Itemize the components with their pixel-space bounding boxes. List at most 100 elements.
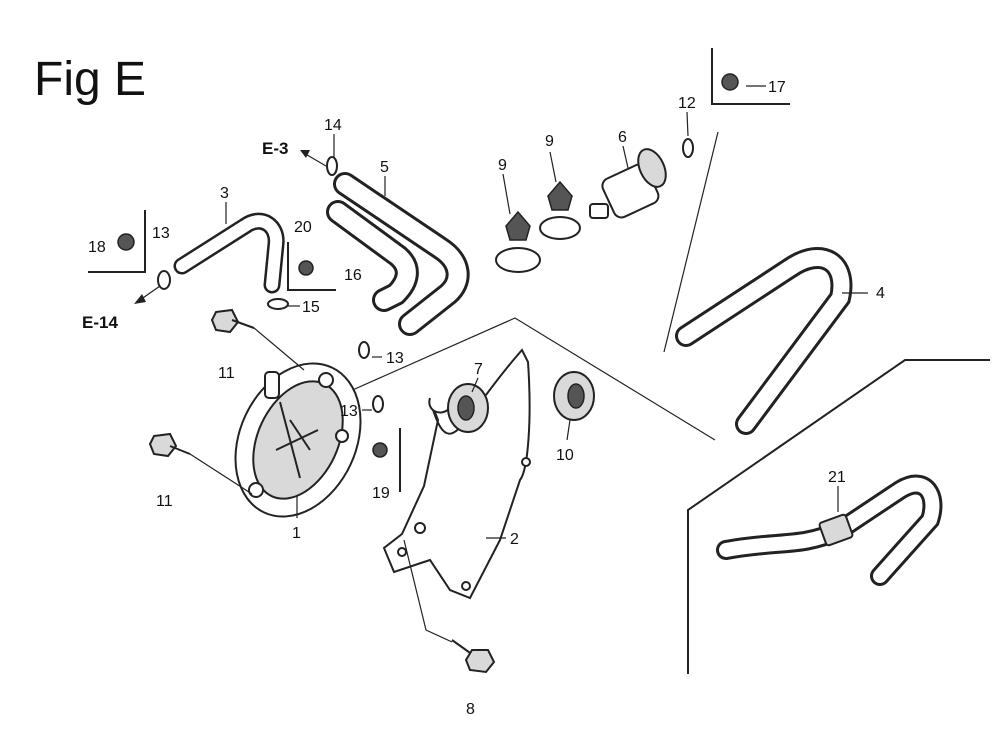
callout-20: 20 <box>294 219 312 236</box>
housing-outlet <box>335 429 349 443</box>
hose-5-fill <box>336 175 467 333</box>
callout-4: 4 <box>876 285 885 302</box>
part-8-bolt <box>403 539 496 674</box>
bracket-hole-1 <box>521 457 531 467</box>
clip-14 <box>326 156 338 176</box>
clamp-9b-tab <box>547 180 573 211</box>
nut-18 <box>117 233 135 251</box>
callout-13a: 13 <box>152 225 170 242</box>
clamp-9a-tab <box>505 210 531 241</box>
lead-9a <box>502 173 511 215</box>
part-3-hose <box>173 212 285 294</box>
part-9b-clamp <box>539 180 581 240</box>
clip-17 <box>721 73 739 91</box>
callout-12: 12 <box>678 95 696 112</box>
nut-19 <box>372 442 388 458</box>
part-21-hose-assembly <box>716 474 943 586</box>
leader-12-4 <box>663 131 719 353</box>
lead-12 <box>686 111 689 137</box>
callout-3: 3 <box>220 185 229 202</box>
bracket-hole-3 <box>397 547 407 557</box>
frame-20 <box>287 242 336 291</box>
callout-17: 17 <box>768 79 786 96</box>
hose-4-fill <box>678 250 850 432</box>
lead-6 <box>622 145 629 169</box>
callout-leaders <box>134 85 868 539</box>
hose-3-fill <box>176 215 283 291</box>
hose-16-fill <box>329 203 416 309</box>
part-11a-bolt <box>210 308 305 371</box>
callout-9b: 9 <box>545 133 554 150</box>
callout-18: 18 <box>88 239 106 256</box>
callout-14: 14 <box>324 117 342 134</box>
part-10-grommet <box>553 371 595 421</box>
part-4-hose <box>675 247 853 435</box>
callout-21: 21 <box>828 469 846 486</box>
callout-2: 2 <box>510 531 519 548</box>
pump-cap <box>637 148 667 188</box>
grommet-7-center <box>457 395 475 421</box>
lead-8 <box>403 539 453 643</box>
bracket-plate <box>382 348 531 600</box>
housing-nipple <box>264 371 280 399</box>
arrow-e3 <box>300 150 310 158</box>
clip-12 <box>682 138 694 158</box>
callout-5: 5 <box>380 159 389 176</box>
housing-tab-1 <box>248 482 264 498</box>
callout-11b: 11 <box>156 493 173 510</box>
lead-7 <box>471 377 479 393</box>
arrow-e14 <box>134 294 146 304</box>
housing-tab-2 <box>318 372 334 388</box>
lead-9b <box>549 151 557 183</box>
callout-16: 16 <box>344 267 362 284</box>
figure-title: Fig E <box>34 53 147 106</box>
frame-lines <box>88 48 990 674</box>
bolt-11a-head <box>210 308 240 334</box>
lead-11a <box>253 327 305 371</box>
housing-element <box>275 401 319 479</box>
clamp-9a-ring <box>495 247 541 273</box>
clip-13a <box>157 270 171 290</box>
callout-13b: 13 <box>386 350 404 367</box>
part-1-filter-housing <box>234 362 362 518</box>
callout-8: 8 <box>466 701 475 718</box>
callout-19: 19 <box>372 485 390 502</box>
clip-13c <box>372 395 384 413</box>
callout-15: 15 <box>302 299 320 316</box>
frame-18 <box>88 210 146 273</box>
frame-17 <box>711 48 790 105</box>
callout-1: 1 <box>292 525 301 542</box>
callout-9a: 9 <box>498 157 507 174</box>
part-2-bracket <box>382 348 531 600</box>
bolt-11b-shank <box>169 445 191 455</box>
bolt-11a-shank <box>231 319 255 329</box>
bracket-hole-2 <box>461 581 471 591</box>
callout-13c: 13 <box>340 403 358 420</box>
hose-21-sleeve <box>818 513 854 547</box>
lead-10 <box>566 419 571 441</box>
ref-e14-label[interactable]: E-14 <box>82 313 118 332</box>
ref-e3-label[interactable]: E-3 <box>262 139 288 158</box>
pump-nozzle <box>589 203 609 219</box>
callout-11a: 11 <box>218 365 235 382</box>
callout-10: 10 <box>556 447 574 464</box>
clip-15 <box>267 298 289 310</box>
callout-6: 6 <box>618 129 627 146</box>
part-6-pump <box>589 148 667 219</box>
part-16-hose <box>326 200 419 312</box>
lead-11b <box>189 453 253 495</box>
part-11b-bolt <box>148 432 253 495</box>
assembly-leader <box>347 317 716 441</box>
clip-13b <box>358 341 370 359</box>
nut-20 <box>298 260 314 276</box>
frame-21 <box>687 359 990 674</box>
grommet-10-center <box>567 383 585 409</box>
bracket-grommet <box>414 522 426 534</box>
callout-7: 7 <box>474 361 483 378</box>
small-parts <box>117 73 739 458</box>
part-5-hose <box>333 172 470 336</box>
clamp-9b-ring <box>539 216 581 240</box>
part-7-grommet <box>447 383 489 433</box>
